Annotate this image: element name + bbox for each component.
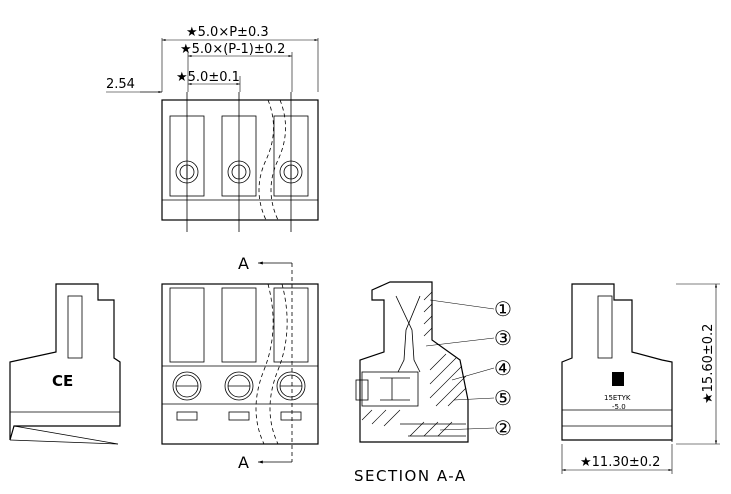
side-view-left: CE [9,283,121,445]
dim-pitch-label: ★5.0±0.1 [176,70,240,85]
dim-width-label: ★11.30±0.2 [580,455,660,470]
callout-2: ② [494,416,512,440]
label-logo-icon [612,372,624,386]
right-label-line1: 15ETYK [604,394,631,402]
dim-pitch-total-label: ★5.0×P±0.3 [186,25,269,40]
section-hatching [361,291,467,437]
callout-1: ① [494,297,512,321]
dimension-pitch: ★5.0±0.1 [176,70,241,92]
front-view: A A [161,254,319,472]
section-title: SECTION A-A [354,467,467,485]
ce-mark: CE [52,372,73,390]
callout-5: ⑤ [494,386,512,410]
callout-4: ④ [494,356,512,380]
callout-3: ③ [494,326,512,350]
dimension-offset: 2.54 [106,77,162,94]
section-view: ① ③ ④ ⑤ ② SECTION A-A [354,281,512,485]
right-view: 15ETYK -5.0 ★15.60±0.2 ★11.30±0.2 [561,283,720,474]
top-view: ★5.0×P±0.3 ★5.0×(P-1)±0.2 ★5.0±0.1 2.54 [106,25,319,232]
section-marker-top: A [238,254,249,273]
dim-offset-label: 2.54 [106,77,135,92]
dim-height-label: ★15.60±0.2 [701,324,716,404]
dim-pitch-minus-one-label: ★5.0×(P-1)±0.2 [180,42,285,57]
right-label-line2: -5.0 [612,403,626,411]
section-marker-bottom: A [238,453,249,472]
dimension-pitch-total: ★5.0×P±0.3 [161,25,319,92]
dimension-pitch-minus-one: ★5.0×(P-1)±0.2 [180,42,293,92]
